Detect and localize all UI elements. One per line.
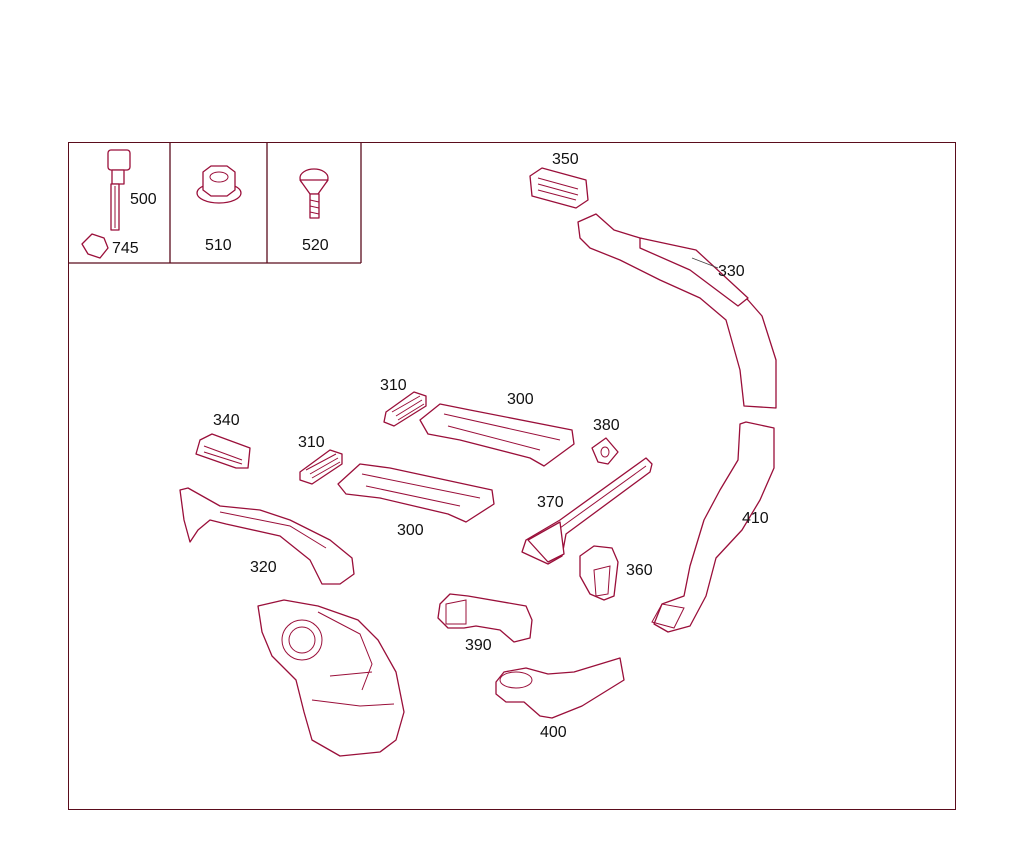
callout-360: 360 <box>626 562 653 579</box>
part-330-duct[interactable] <box>577 213 777 409</box>
callout-510: 510 <box>205 237 232 254</box>
part-350-vent[interactable] <box>529 167 589 209</box>
callout-410: 410 <box>742 510 769 527</box>
callout-390: 390 <box>465 637 492 654</box>
callout-400: 400 <box>540 724 567 741</box>
callout-520: 520 <box>302 237 329 254</box>
part-320-duct[interactable] <box>179 487 355 585</box>
part-510-nut[interactable] <box>196 165 242 204</box>
callout-310-lower: 310 <box>298 434 325 451</box>
part-300-duct-upper[interactable] <box>419 403 575 467</box>
part-380-clip[interactable] <box>591 437 619 465</box>
part-500-clip[interactable] <box>107 149 131 231</box>
part-340-vent[interactable] <box>195 433 251 469</box>
callout-370: 370 <box>537 494 564 511</box>
part-300-duct-lower[interactable] <box>337 463 495 523</box>
callout-310-upper: 310 <box>380 377 407 394</box>
part-360-elbow[interactable] <box>579 545 619 601</box>
part-310-vent-lower[interactable] <box>299 449 343 485</box>
callout-380: 380 <box>593 417 620 434</box>
callout-300-lower: 300 <box>397 522 424 539</box>
part-410-duct[interactable] <box>651 421 775 633</box>
callout-300-upper: 300 <box>507 391 534 408</box>
part-520-screw[interactable] <box>299 168 329 219</box>
part-310-vent-upper[interactable] <box>383 391 427 427</box>
blower-housing[interactable] <box>257 599 405 757</box>
callout-330: 330 <box>718 263 745 280</box>
callout-500: 500 <box>130 191 157 208</box>
callout-320: 320 <box>250 559 277 576</box>
callout-340: 340 <box>213 412 240 429</box>
diagram-frame <box>68 142 956 810</box>
callout-350: 350 <box>552 151 579 168</box>
part-400-duct[interactable] <box>495 657 625 719</box>
part-745-pad[interactable] <box>81 233 109 259</box>
callout-745: 745 <box>112 240 139 257</box>
part-370-duct[interactable] <box>521 457 653 565</box>
part-390-duct[interactable] <box>437 593 533 643</box>
